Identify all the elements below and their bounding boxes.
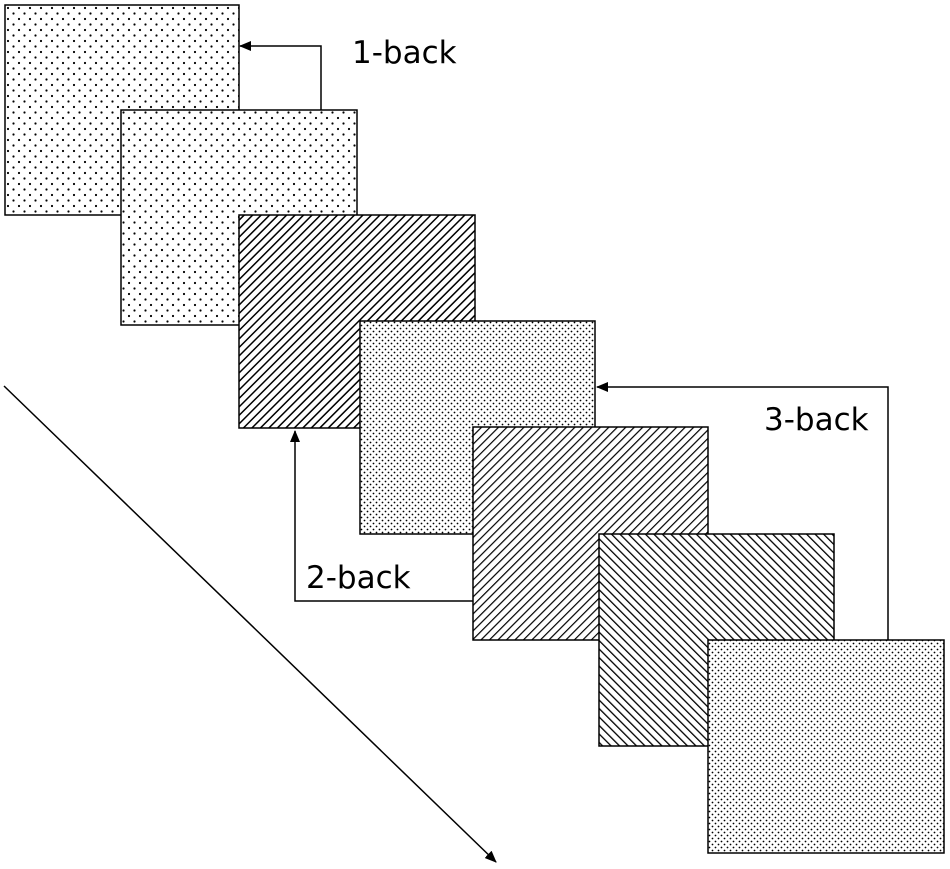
- three-back-arrow: [596, 382, 889, 640]
- stimulus-card-7: [707, 639, 945, 854]
- two-back-arrow: [290, 430, 473, 602]
- three-back-label: 3-back: [764, 402, 869, 438]
- two-back-label: 2-back: [306, 560, 411, 596]
- time-arrow: [3, 385, 497, 863]
- one-back-arrow: [239, 41, 322, 110]
- one-back-label: 1-back: [352, 35, 457, 71]
